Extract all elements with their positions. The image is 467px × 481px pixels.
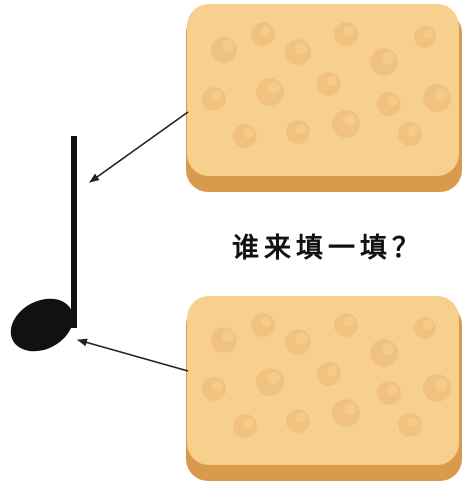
quarter-note-icon bbox=[10, 136, 77, 352]
card-spots bbox=[202, 313, 451, 438]
card-spots bbox=[202, 22, 451, 148]
arrow-to-head bbox=[77, 338, 189, 372]
arrow-to-stem bbox=[89, 111, 189, 183]
blank-card-top[interactable] bbox=[186, 4, 462, 192]
question-text: 谁来填一填？ bbox=[232, 233, 424, 264]
note-head bbox=[10, 298, 74, 352]
note-stem bbox=[71, 136, 77, 328]
blank-card-bottom[interactable] bbox=[186, 296, 462, 481]
